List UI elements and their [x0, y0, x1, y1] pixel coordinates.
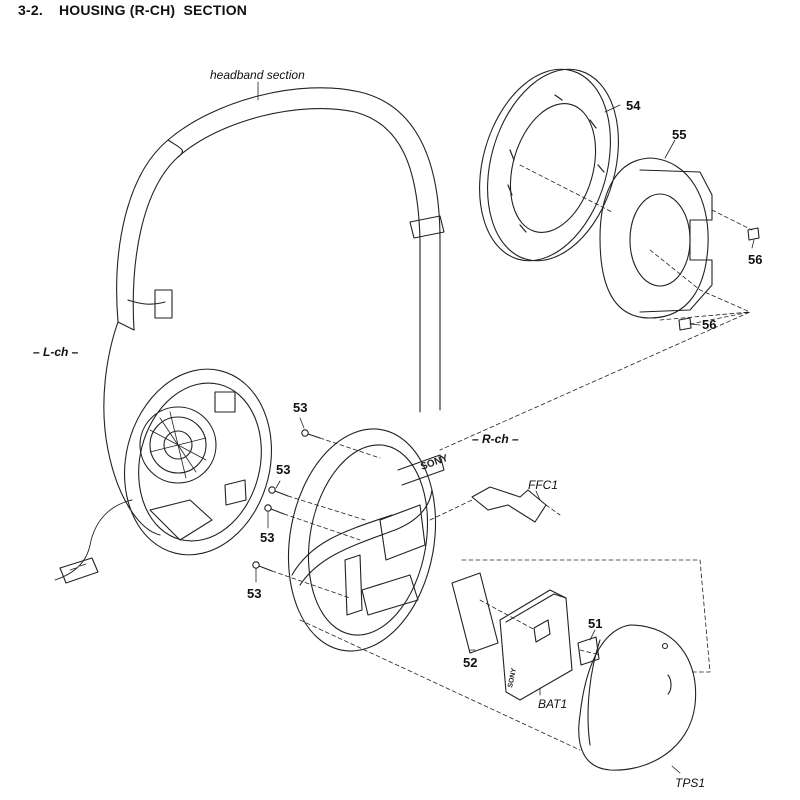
section-title-text: HOUSING (R-CH) SECTION — [58, 2, 248, 18]
headband-section-label: headband section — [210, 68, 305, 82]
battery-logo-text: SONY — [507, 667, 518, 688]
part-label-55: 55 — [672, 127, 687, 142]
cover-tps1 — [578, 624, 697, 771]
ear-pad-54 — [479, 68, 619, 262]
cup-logo-text: SONY — [419, 453, 450, 473]
section-number: 3-2. — [18, 2, 43, 18]
ffc1-cable — [471, 486, 547, 523]
screw-2 — [268, 486, 289, 497]
part-label-53-b: 53 — [276, 462, 291, 477]
l-ch-label: – L-ch – — [33, 345, 79, 359]
left-earcup — [54, 321, 273, 584]
screw-3 — [264, 504, 285, 515]
ffc1-label: FFC1 — [528, 478, 558, 492]
r-ch-label: – R-ch – — [472, 432, 519, 446]
part-label-54: 54 — [626, 98, 641, 113]
bat1-label: BAT1 — [538, 697, 568, 711]
baffle-55 — [599, 157, 713, 319]
part-label-53-a: 53 — [293, 400, 308, 415]
section-title: 3-2. HOUSING (R-CH) SECTION — [18, 2, 247, 18]
screw-1 — [301, 429, 321, 439]
part-label-53-d: 53 — [247, 586, 262, 601]
sheet-52 — [451, 572, 499, 654]
battery-bat1: SONY — [499, 589, 573, 701]
part-label-51: 51 — [588, 616, 603, 631]
part-label-56-a: 56 — [748, 252, 763, 267]
part-label-53-c: 53 — [260, 530, 275, 545]
pad-51 — [577, 636, 600, 666]
callout-leaders — [255, 81, 755, 774]
right-earcup: SONY — [287, 428, 450, 652]
assembly-lines — [271, 164, 753, 751]
headband — [116, 87, 445, 413]
part-label-52: 52 — [463, 655, 478, 670]
part-label-56-b: 56 — [702, 317, 717, 332]
part-56-pads — [678, 227, 760, 331]
screws-53 — [252, 429, 321, 572]
tps1-label: TPS1 — [675, 776, 706, 790]
